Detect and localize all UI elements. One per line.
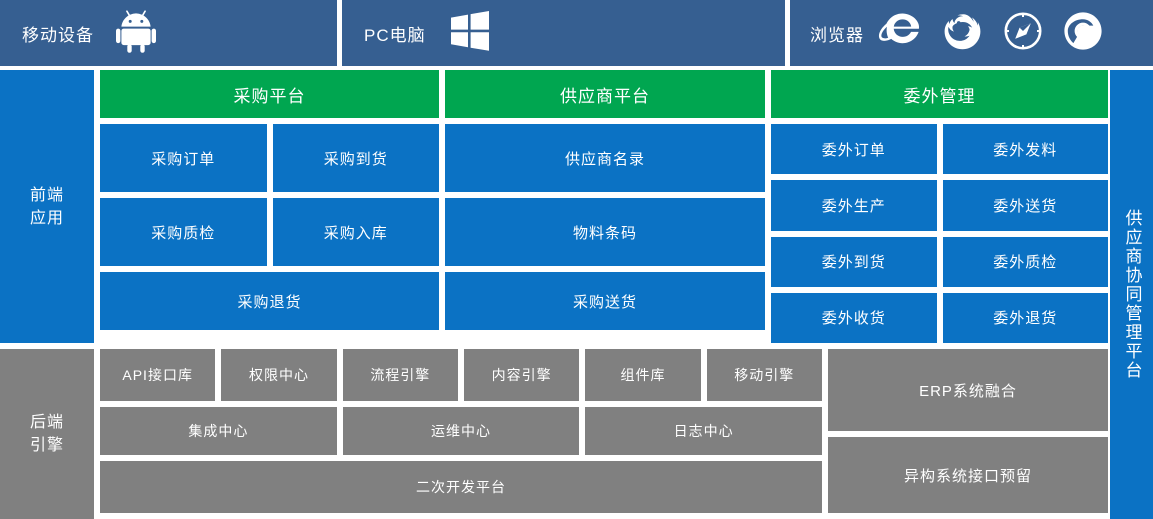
backend-layer-label-text: 后端 引擎 — [30, 411, 64, 457]
client-cell-mobile: 移动设备 — [0, 0, 337, 66]
platform-banner-text: 供应商协同管理平台 — [1122, 209, 1142, 380]
frontend-label-line1: 前端 — [29, 186, 64, 204]
outsourcing-grid: 委外订单 委外发料 委外生产 委外送货 委外到货 委外质检 委外收货 委外退货 — [771, 124, 1108, 343]
backend-engine-row: API接口库 权限中心 流程引擎 内容引擎 组件库 移动引擎 — [100, 349, 822, 401]
platform-header-supplier[interactable]: 供应商平台 — [445, 70, 765, 118]
tile-secondary-development-platform[interactable]: 二次开发平台 — [100, 461, 822, 513]
frontend-layer-label-text: 前端 应用 — [30, 184, 64, 230]
tile-integration-center[interactable]: 集成中心 — [100, 407, 337, 455]
tile-component-library[interactable]: 组件库 — [585, 349, 701, 401]
tile-outsourcing-receiving[interactable]: 委外收货 — [771, 292, 937, 343]
chrome-icon — [1060, 8, 1106, 59]
tile-outsourcing-inspection[interactable]: 委外质检 — [942, 236, 1108, 287]
frontend-label-line2: 应用 — [29, 209, 64, 227]
outsourcing-row-3: 委外到货 委外质检 — [771, 236, 1108, 287]
tile-erp-integration[interactable]: ERP系统融合 — [828, 349, 1108, 431]
tile-outsourcing-issue[interactable]: 委外发料 — [942, 124, 1108, 175]
platform-header-outsourcing[interactable]: 委外管理 — [771, 70, 1108, 118]
pc-icon-group — [448, 9, 492, 58]
tile-material-barcode[interactable]: 物料条码 — [445, 198, 765, 266]
column-supplier-platform: 供应商平台 供应商名录 物料条码 采购送货 — [445, 70, 765, 343]
tile-mobile-engine[interactable]: 移动引擎 — [706, 349, 822, 401]
tile-workflow-engine[interactable]: 流程引擎 — [342, 349, 458, 401]
client-layer: 移动设备 — [0, 0, 1153, 66]
client-cell-browser: 浏览器 — [790, 0, 1153, 66]
procurement-row-2: 采购质检 采购入库 — [100, 198, 439, 266]
tile-purchase-warehousing[interactable]: 采购入库 — [272, 198, 439, 266]
tile-heterogeneous-interface[interactable]: 异构系统接口预留 — [828, 437, 1108, 513]
tile-purchase-delivery[interactable]: 采购送货 — [445, 272, 765, 330]
tile-outsourcing-arrival[interactable]: 委外到货 — [771, 236, 937, 287]
tile-outsourcing-return[interactable]: 委外退货 — [942, 292, 1108, 343]
tile-purchase-return[interactable]: 采购退货 — [100, 272, 439, 330]
tile-purchase-order[interactable]: 采购订单 — [100, 124, 267, 192]
platform-banner: 供应商协同管理平台 — [1110, 70, 1153, 519]
outsourcing-row-2: 委外生产 委外送货 — [771, 180, 1108, 231]
windows-icon — [448, 9, 492, 58]
column-procurement-platform: 采购平台 采购订单 采购到货 采购质检 采购入库 采购退货 — [100, 70, 439, 343]
backend-center-row: 集成中心 运维中心 日志中心 — [100, 407, 823, 455]
frontend-layer-label: 前端 应用 — [0, 70, 94, 343]
client-label-mobile: 移动设备 — [22, 25, 94, 45]
tile-outsourcing-order[interactable]: 委外订单 — [771, 124, 937, 175]
frontend-layer: 前端 应用 采购平台 采购订单 采购到货 采购质检 采购入库 采购退货 供 — [0, 70, 1108, 343]
backend-layer: 后端 引擎 API接口库 权限中心 流程引擎 内容引擎 组件库 移动引擎 集成中… — [0, 349, 1108, 519]
tile-outsourcing-shipment[interactable]: 委外送货 — [942, 180, 1108, 231]
client-label-browser: 浏览器 — [810, 25, 864, 45]
backend-label-line2: 引擎 — [29, 437, 64, 454]
mobile-icon-group — [116, 9, 158, 58]
frontend-columns: 采购平台 采购订单 采购到货 采购质检 采购入库 采购退货 供应商平台 供应商名… — [100, 70, 1108, 343]
internet-explorer-icon — [878, 8, 926, 59]
outsourcing-row-1: 委外订单 委外发料 — [771, 124, 1108, 175]
tile-supplier-directory[interactable]: 供应商名录 — [445, 124, 765, 192]
backend-layer-label: 后端 引擎 — [0, 349, 94, 519]
safari-icon — [1000, 8, 1046, 59]
client-label-pc: PC电脑 — [364, 25, 426, 45]
tile-operations-center[interactable]: 运维中心 — [342, 407, 580, 455]
procurement-row-1: 采购订单 采购到货 — [100, 124, 439, 192]
client-cell-pc: PC电脑 — [342, 0, 785, 66]
backend-body: API接口库 权限中心 流程引擎 内容引擎 组件库 移动引擎 集成中心 运维中心… — [100, 349, 1108, 519]
tile-log-center[interactable]: 日志中心 — [585, 407, 823, 455]
backend-integration-group: ERP系统融合 异构系统接口预留 — [828, 349, 1108, 519]
backend-label-line1: 后端 — [29, 414, 64, 431]
tile-permission-center[interactable]: 权限中心 — [221, 349, 337, 401]
tile-content-engine[interactable]: 内容引擎 — [463, 349, 580, 401]
browser-icon-group — [878, 8, 1106, 59]
platform-header-procurement[interactable]: 采购平台 — [100, 70, 439, 118]
backend-core-group: API接口库 权限中心 流程引擎 内容引擎 组件库 移动引擎 集成中心 运维中心… — [100, 349, 823, 519]
column-outsourcing-management: 委外管理 委外订单 委外发料 委外生产 委外送货 委外到货 委外质检 — [771, 70, 1108, 343]
outsourcing-row-4: 委外收货 委外退货 — [771, 292, 1108, 343]
tile-outsourcing-production[interactable]: 委外生产 — [771, 180, 937, 231]
firefox-icon — [940, 8, 986, 59]
tile-purchase-inspection[interactable]: 采购质检 — [100, 198, 267, 266]
tile-purchase-arrival[interactable]: 采购到货 — [272, 124, 439, 192]
tile-api-library[interactable]: API接口库 — [100, 349, 216, 401]
android-icon — [116, 9, 158, 58]
